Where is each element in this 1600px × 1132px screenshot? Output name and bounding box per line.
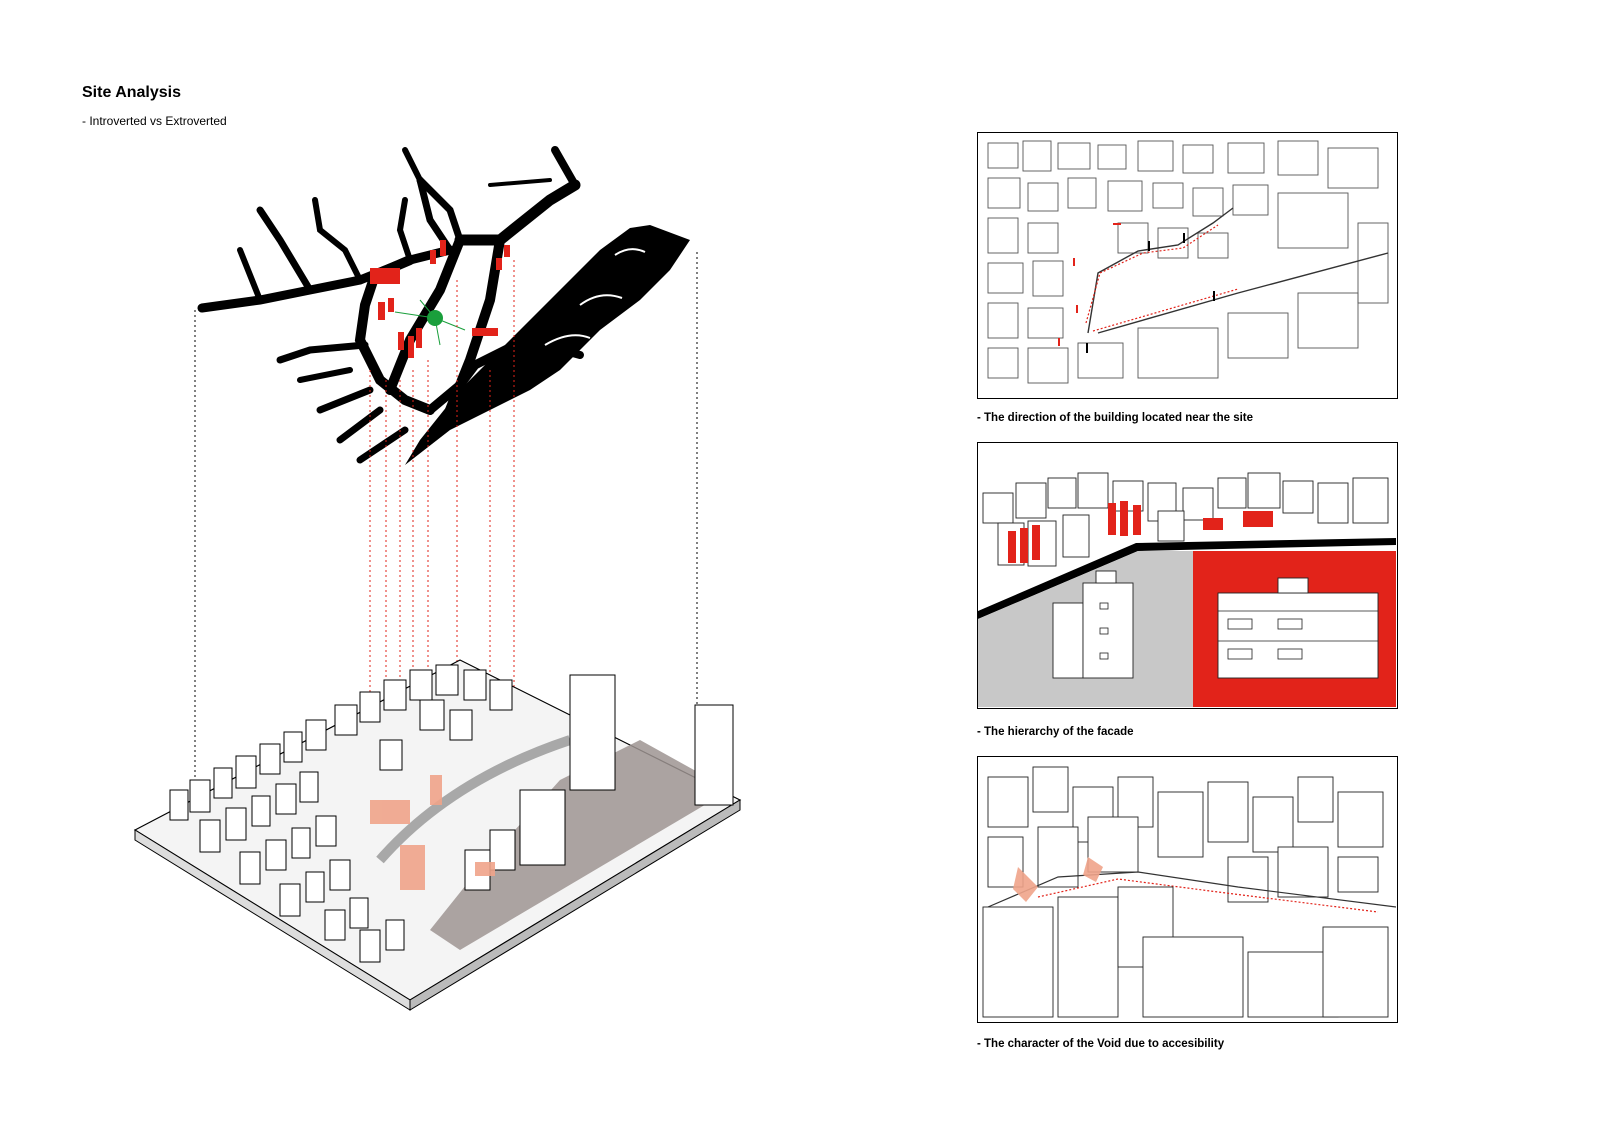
projection-lines (194, 252, 698, 790)
main-road-wedge (405, 225, 690, 465)
caption-void-character: - The character of the Void due to acces… (977, 1038, 1225, 1050)
plan-diagram (987, 140, 1389, 384)
site-node-marker (394, 299, 466, 346)
massing-model (133, 659, 742, 1011)
axonometric-site-diagram (133, 146, 742, 1011)
caption-building-direction: - The direction of the building located … (977, 412, 1254, 424)
panel-void-character (977, 756, 1398, 1023)
facade-diagram (978, 472, 1396, 707)
page-subtitle: - Introverted vs Extroverted (82, 114, 227, 128)
building-direction-markers (370, 240, 510, 358)
panel-facade-hierarchy (977, 442, 1398, 709)
page-title: Site Analysis (82, 84, 182, 101)
caption-facade-hierarchy: - The hierarchy of the facade (977, 726, 1134, 738)
panel-building-direction (977, 132, 1398, 399)
void-diagram (982, 766, 1396, 1018)
